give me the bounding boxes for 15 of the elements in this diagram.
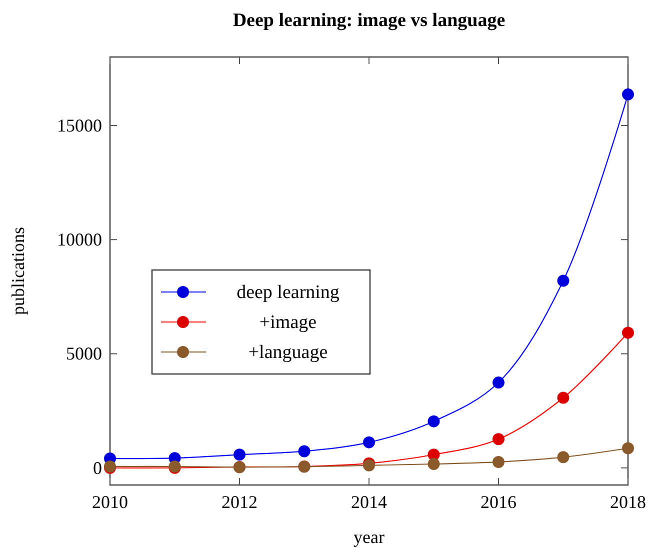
x-axis-title: year [354,527,384,547]
x-tick-label: 2010 [92,492,128,512]
y-tick-label: 10000 [57,230,102,250]
legend-label: +image [259,312,317,333]
y-tick-label: 5000 [66,344,102,364]
y-axis-title: publications [8,227,28,315]
chart-title: Deep learning: image vs language [232,10,506,31]
legend-label: +language [248,342,328,363]
y-tick-label: 0 [93,458,102,478]
x-tick-label: 2018 [610,492,646,512]
x-tick-label: 2012 [222,492,258,512]
y-tick-label: 15000 [57,115,102,136]
x-tick-label: 2014 [351,492,387,512]
x-tick-label: 2016 [480,492,516,512]
legend-label: deep learning [236,282,340,303]
